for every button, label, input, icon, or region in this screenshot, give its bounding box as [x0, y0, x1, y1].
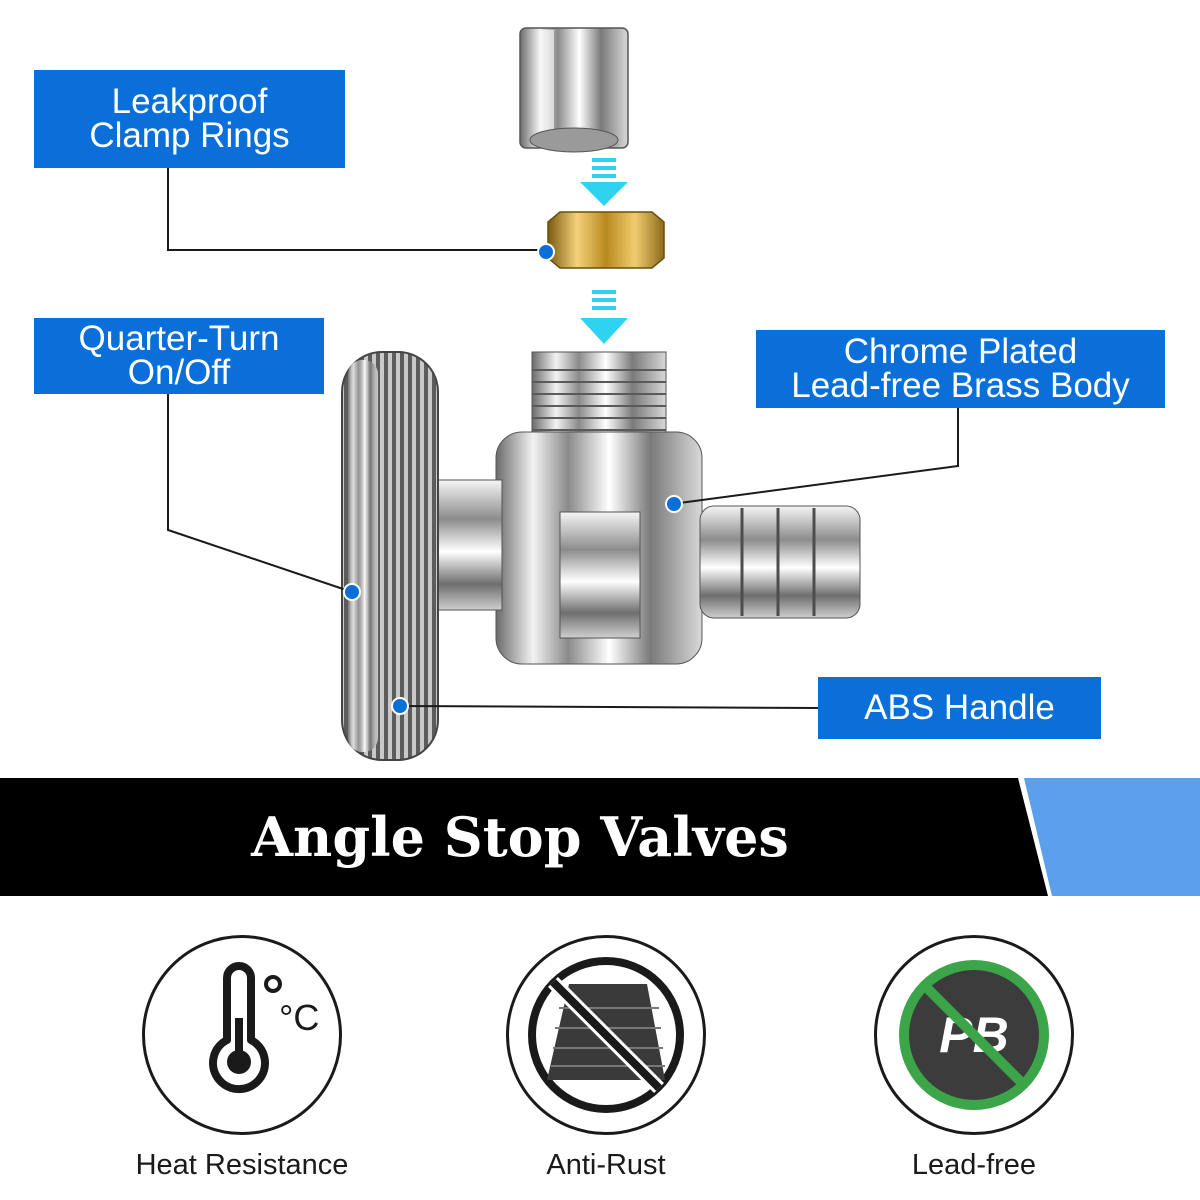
- compression-ring: [547, 211, 665, 269]
- lead-free-icon: PB: [874, 935, 1074, 1135]
- down-arrow-icon: [580, 158, 628, 206]
- valve-illustration: [167, 27, 959, 761]
- banner-accent-stripe: [1018, 778, 1200, 896]
- celsius-unit: °C: [279, 997, 319, 1038]
- feature-label: Lead-free: [911, 1149, 1037, 1181]
- hex-nut: [519, 27, 629, 153]
- down-arrow-icon: [580, 290, 628, 344]
- title-banner: [0, 778, 1200, 896]
- callout-quarter-turn: Quarter-Turn On/Off: [34, 318, 324, 394]
- abs-handle: [341, 351, 439, 761]
- callout-chrome-body: Chrome Plated Lead-free Brass Body: [756, 330, 1165, 408]
- feature-label: Anti-Rust: [546, 1149, 666, 1181]
- feature-anti-rust: Anti-Rust: [456, 935, 756, 1182]
- callout-abs-handle: ABS Handle: [818, 677, 1101, 739]
- feature-lead-free: PB Lead-free: [824, 935, 1124, 1182]
- feature-label: Heat Resistance: [135, 1149, 349, 1181]
- anti-rust-icon: [506, 935, 706, 1135]
- banner-title: Angle Stop Valves: [251, 805, 789, 869]
- callout-clamp-rings: Leakproof Clamp Rings: [34, 70, 345, 168]
- feature-heat-resistance: °C Heat Resistance: [92, 935, 392, 1182]
- thermometer-icon: °C: [142, 935, 342, 1135]
